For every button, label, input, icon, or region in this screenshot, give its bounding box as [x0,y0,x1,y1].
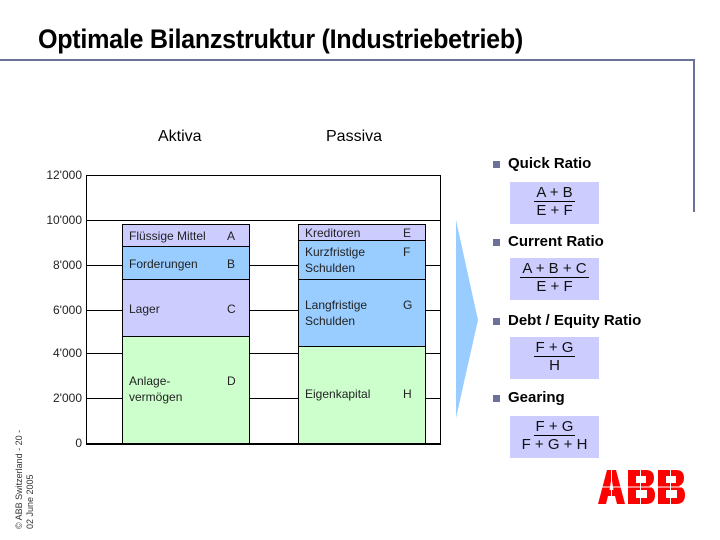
segment-letter: D [227,374,236,388]
y-tick: 12'000 [46,168,82,182]
segment-eigenkapital: Eigenkapital H [298,346,426,444]
ratio-formula: F + G F + G + H [510,416,599,458]
formula-denominator: E + F [536,278,573,295]
segment-letter: E [403,226,412,240]
segment-lager: Lager C [122,279,250,337]
y-tick: 4'000 [53,346,82,360]
passiva-heading: Passiva [326,128,383,145]
segment-langfristige-schulden: Langfristige Schulden G [298,279,426,347]
footer-copyright: © ABB Switzerland - 20 - 02 June 2005 [14,399,36,529]
gridline [86,353,440,354]
segment-label: Kreditoren [305,226,361,240]
footer-line: © ABB Switzerland - 20 - [14,429,24,529]
formula-denominator: E + F [536,202,573,219]
segment-label: Kurzfristige Schulden [305,245,366,275]
segment-label: Langfristige Schulden [305,298,368,328]
ratio-name: Gearing [508,389,565,406]
y-tick: 6'000 [53,303,82,317]
gridline [86,265,440,266]
side-rule [693,59,695,212]
ratio-name: Current Ratio [508,233,604,250]
segment-letter: C [227,302,236,316]
segment-fluessige-mittel: Flüssige Mittel A [122,224,250,247]
y-tick: 2'000 [53,391,82,405]
ratio-name: Debt / Equity Ratio [508,312,642,329]
x-axis [86,443,441,445]
aktiva-heading: Aktiva [158,128,202,145]
y-tick: 8'000 [53,258,82,272]
abb-logo [598,470,686,504]
plot-right-border [440,175,441,444]
segment-letter: B [227,257,236,271]
segment-label: Forderungen [129,257,198,271]
bullet-icon [493,239,500,246]
footer-line: 02 June 2005 [25,474,35,529]
bullet-icon [493,395,500,402]
gridline [86,220,440,221]
segment-letter: H [403,387,412,401]
segment-label: Flüssige Mittel [129,229,206,243]
formula-numerator: A + B [534,184,575,202]
y-tick: 0 [75,436,82,450]
ratio-formula: A + B + C E + F [510,258,599,300]
y-axis [86,175,87,444]
bullet-icon [493,161,500,168]
segment-label: Lager [129,302,160,316]
bullet-icon [493,318,500,325]
formula-numerator: F + G [533,418,576,436]
segment-kreditoren: Kreditoren E [298,224,426,241]
ratio-name: Quick Ratio [508,155,592,172]
segment-anlagevermoegen: Anlage- vermögen D [122,336,250,444]
segment-forderungen: Forderungen B [122,246,250,280]
formula-numerator: F + G [533,339,576,357]
segment-letter: A [227,229,236,243]
arrow-right-icon [456,220,478,418]
page-title: Optimale Bilanzstruktur (Industriebetrie… [38,24,523,54]
segment-label: Anlage- vermögen [129,374,183,404]
formula-numerator: A + B + C [520,260,589,278]
formula-denominator: F + G + H [521,436,588,453]
segment-kurzfristige-schulden: Kurzfristige Schulden F [298,240,426,280]
title-rule [0,59,695,61]
segment-label: Eigenkapital [305,387,371,401]
gridline [86,310,440,311]
ratio-formula: A + B E + F [510,182,599,224]
y-tick: 10'000 [46,213,82,227]
gridline [86,398,440,399]
gridline [86,175,440,176]
formula-denominator: H [549,357,560,374]
segment-letter: F [403,245,411,259]
ratio-formula: F + G H [510,337,599,379]
segment-letter: G [403,298,413,312]
